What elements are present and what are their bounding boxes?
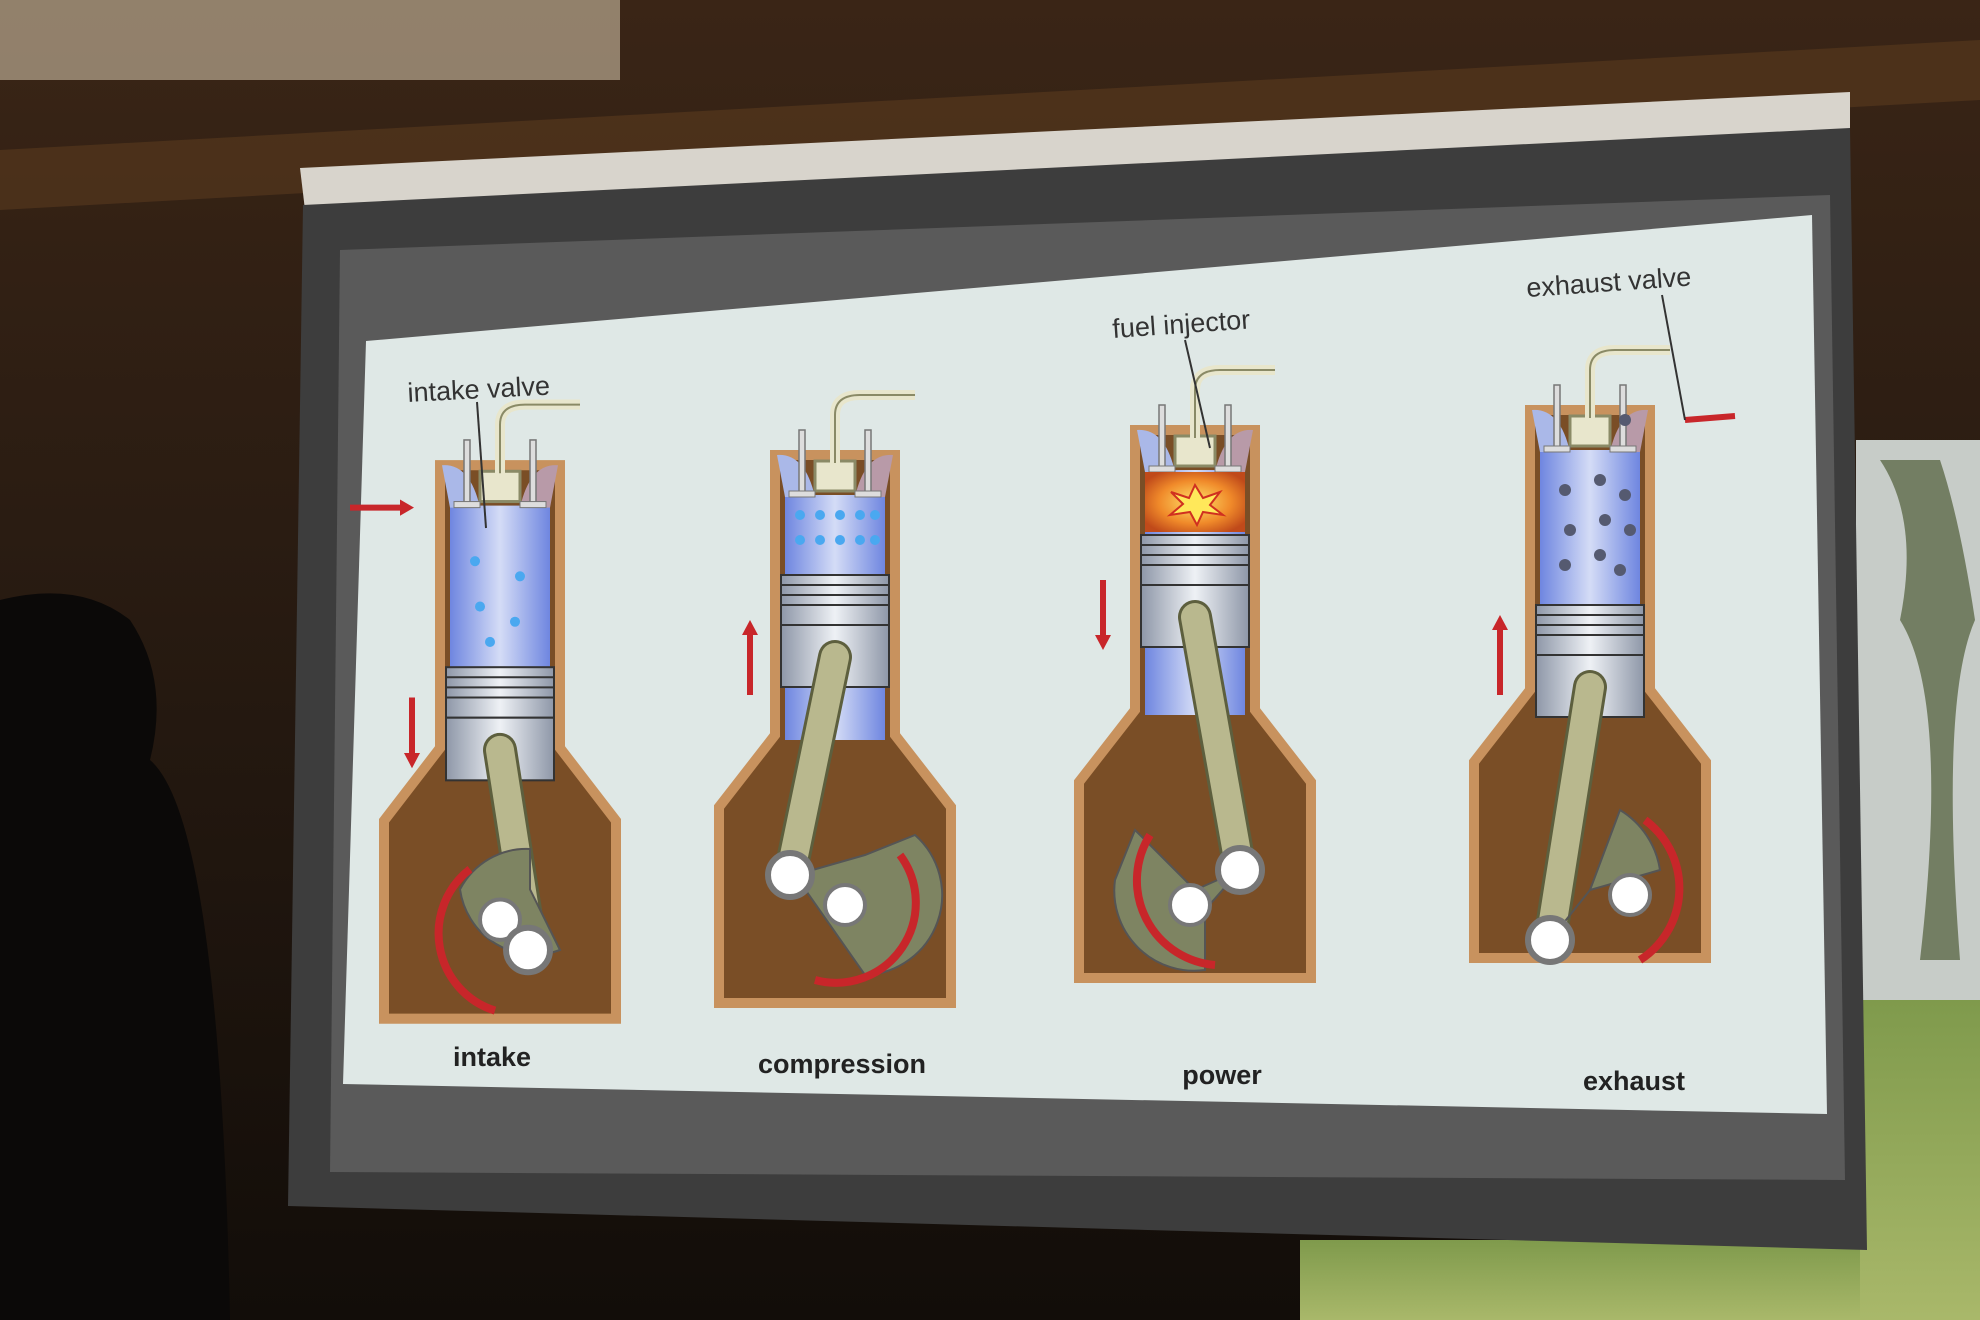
grass-bottom (1300, 1240, 1860, 1320)
label-compression: compression (758, 1049, 926, 1079)
rotation-arrow (1637, 816, 1684, 964)
exhaust-arrow (1684, 413, 1736, 423)
person-silhouette (0, 593, 230, 1320)
label-exhaust: exhaust (1583, 1066, 1685, 1096)
fuel-injector-leader (1184, 339, 1211, 449)
engine-exhaust (1474, 350, 1736, 965)
engine-intake (350, 405, 616, 1019)
label-intake: intake (453, 1042, 531, 1072)
crank (1549, 808, 1662, 941)
rotation-arrow (434, 865, 497, 1015)
explosion-icon (1166, 482, 1227, 528)
annotation-intake-valve: intake valve (407, 371, 551, 408)
intake-valve-leader (476, 401, 487, 529)
tree (1880, 460, 1975, 960)
engine-compression (719, 395, 951, 1003)
label-power: power (1182, 1060, 1262, 1090)
ceiling (0, 0, 620, 80)
grass (1860, 1000, 1980, 1320)
exhaust-valve-leader (1661, 294, 1686, 421)
screen-housing (300, 92, 1850, 210)
engine-power (1079, 370, 1311, 978)
rotation-arrow (1132, 832, 1216, 969)
rotation-arrow (813, 852, 920, 987)
